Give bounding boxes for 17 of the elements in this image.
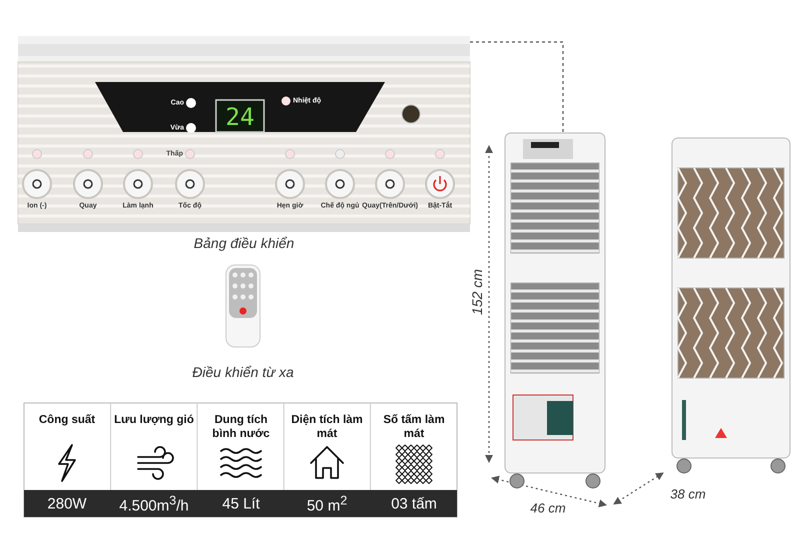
node-label: Bảng điều khiển [194,236,294,250]
table-value: 45 Lít [222,496,260,512]
table-header: Công suất [38,413,96,428]
table-header: Dung tích bình nước [211,413,271,442]
table-header: Số tấm làm mát [382,413,446,442]
table-header: Diện tích làm mát [290,413,364,442]
leader-line [470,41,564,133]
dimension-label: 46 cm [530,502,566,514]
table-header: Lưu lượng gió [114,413,194,428]
table-value: 50 m$^{2}$ [306,494,348,514]
table-value: 4.500m$^{3}$/h [119,494,189,514]
table-value: 03 tấm [391,496,437,512]
dimension-label: 152 cm [470,269,484,315]
digital-display-reading: 24 [226,105,254,129]
dimension-label: 38 cm [670,488,706,500]
caption: Điều khiển từ xa [192,365,294,379]
table-value: 280W [47,496,87,512]
